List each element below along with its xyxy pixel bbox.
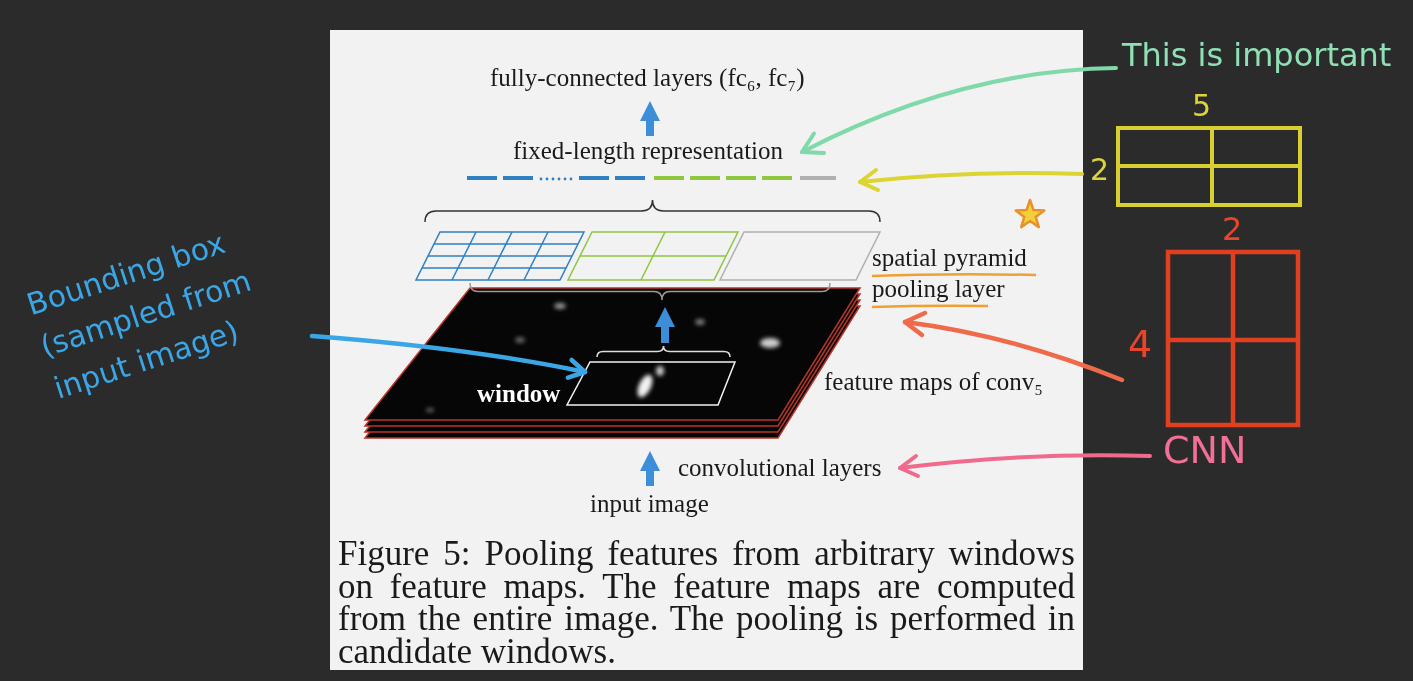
grid-dimension: 2 (1222, 210, 1242, 248)
bar-segment (800, 176, 836, 180)
bar-segment (467, 176, 497, 180)
grid-dimension: 2 (1090, 152, 1109, 187)
pooling-grid-sketch (1168, 252, 1298, 425)
annotation-arrow-head (905, 313, 925, 335)
node-label: spatial pyramid pooling layer (872, 242, 1044, 304)
fixed-length-bar (467, 176, 836, 180)
feature-map-stack: feature maps of conv₅ window (360, 283, 1060, 448)
dot (552, 178, 555, 181)
annotation-arrow (860, 173, 1082, 182)
grid-line (1118, 164, 1300, 168)
annotation-arrow (802, 68, 1116, 152)
dot (540, 178, 543, 181)
activation (656, 366, 664, 376)
annotation-note: This is important (1122, 36, 1391, 74)
grid-dimension: 4 (1128, 322, 1152, 366)
pyramid-grid-4x4 (416, 232, 584, 280)
pyramid-grid-2x2 (568, 232, 738, 280)
pooling-grid-sketch (1118, 128, 1300, 205)
figure-caption: Figure 5: Pooling features from arbitrar… (338, 538, 1075, 668)
activation-blobs (426, 303, 780, 412)
bar-segment (762, 176, 792, 180)
grid-outline (1168, 252, 1298, 425)
spatial-pyramid-pooling-layer: spatial pyramid pooling layer (413, 226, 1048, 308)
activation (634, 373, 655, 400)
flow-arrow (646, 471, 654, 486)
annotation-arrow (312, 336, 585, 372)
annotation-arrow-head (900, 456, 918, 476)
bar-segment (654, 176, 684, 180)
bar-segment (503, 176, 533, 180)
activation (554, 303, 566, 309)
annotation-note: CNN (1163, 428, 1246, 472)
grid-line (428, 255, 572, 257)
star-mark (1016, 200, 1045, 227)
grid-outline (568, 232, 738, 280)
grid-line (580, 255, 726, 257)
grid-line (1168, 338, 1298, 343)
activation (760, 338, 780, 348)
curly-brace (470, 283, 830, 300)
node-label: feature maps of conv₅ (824, 367, 1043, 396)
feature-map-stack (365, 288, 860, 438)
fixed-length-representation: fixed-length representation (460, 134, 850, 192)
annotation-arrows (312, 68, 1150, 476)
bar-segment (726, 176, 756, 180)
grid-line (434, 243, 578, 245)
highlight-underline (872, 306, 988, 307)
bar-segment (615, 176, 645, 180)
ellipsis-dots (540, 178, 573, 181)
annotation-arrow-head (860, 170, 878, 190)
figure-label: convolutional layers (678, 454, 881, 482)
pyramid-grid-1x1 (720, 232, 880, 280)
grid-dimension: 5 (1192, 88, 1211, 123)
feature-map (365, 288, 860, 420)
dot (546, 178, 549, 181)
dot (558, 178, 561, 181)
dot (564, 178, 567, 181)
activation (515, 337, 525, 343)
bar-segment (690, 176, 720, 180)
annotation-arrow (900, 455, 1150, 468)
figure-label: input image (590, 490, 709, 518)
node-label: fixed-length representation (513, 136, 783, 165)
curly-brace (425, 200, 880, 222)
window-bracket (597, 346, 730, 357)
annotation-arrow-head (568, 360, 585, 378)
annotation-arrow-head (802, 134, 824, 154)
annotation-note: Bounding box (sampled from input image) (21, 202, 319, 411)
activation (695, 319, 705, 325)
grid-outline (1118, 128, 1300, 205)
grid-line (422, 267, 566, 269)
activation (426, 408, 434, 412)
flow-arrow (661, 327, 669, 343)
flow-arrow (646, 121, 654, 136)
grid-outline (416, 232, 584, 280)
bar-segment (579, 176, 609, 180)
window-box: window (475, 343, 737, 410)
dot (570, 178, 573, 181)
node-label: window (477, 379, 560, 408)
figure-label: fully-connected layers (fc₆, fc₇) (490, 64, 805, 92)
window-outline (567, 362, 735, 405)
